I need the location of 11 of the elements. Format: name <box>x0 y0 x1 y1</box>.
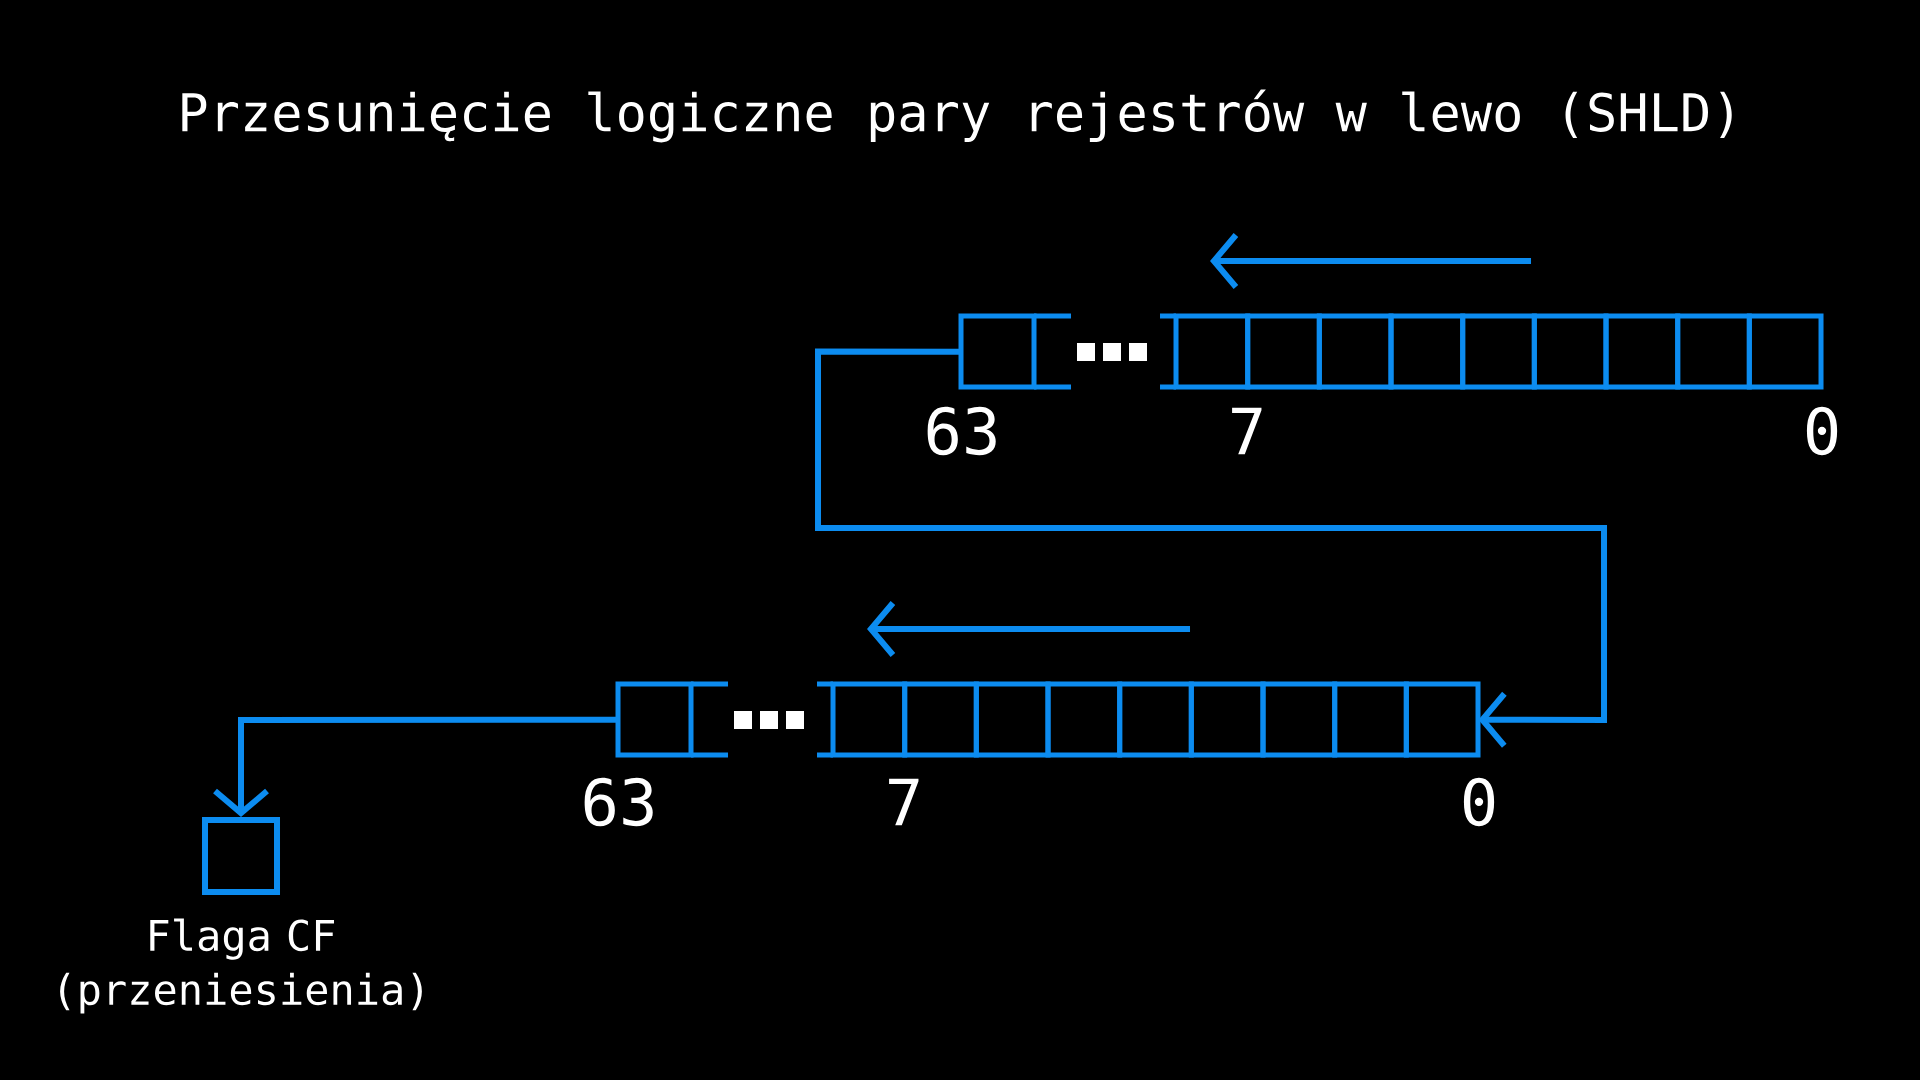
flag-box <box>60 817 422 1014</box>
bit-number: 63 <box>927 406 996 456</box>
register-drawing <box>615 681 1481 758</box>
bit-number: 63 <box>584 777 653 827</box>
connector-arrow <box>815 348 1607 748</box>
register-drawing <box>958 313 1824 390</box>
connector-arrow <box>213 716 618 817</box>
flag-label: Flaga CF (przeniesienia) <box>60 918 422 1014</box>
bit-number: 0 <box>1806 406 1838 456</box>
bit-number: 0 <box>1463 777 1495 827</box>
title: Przesunięcie logiczne pary rejestrów w lewo (SHLD) <box>182 89 1732 143</box>
